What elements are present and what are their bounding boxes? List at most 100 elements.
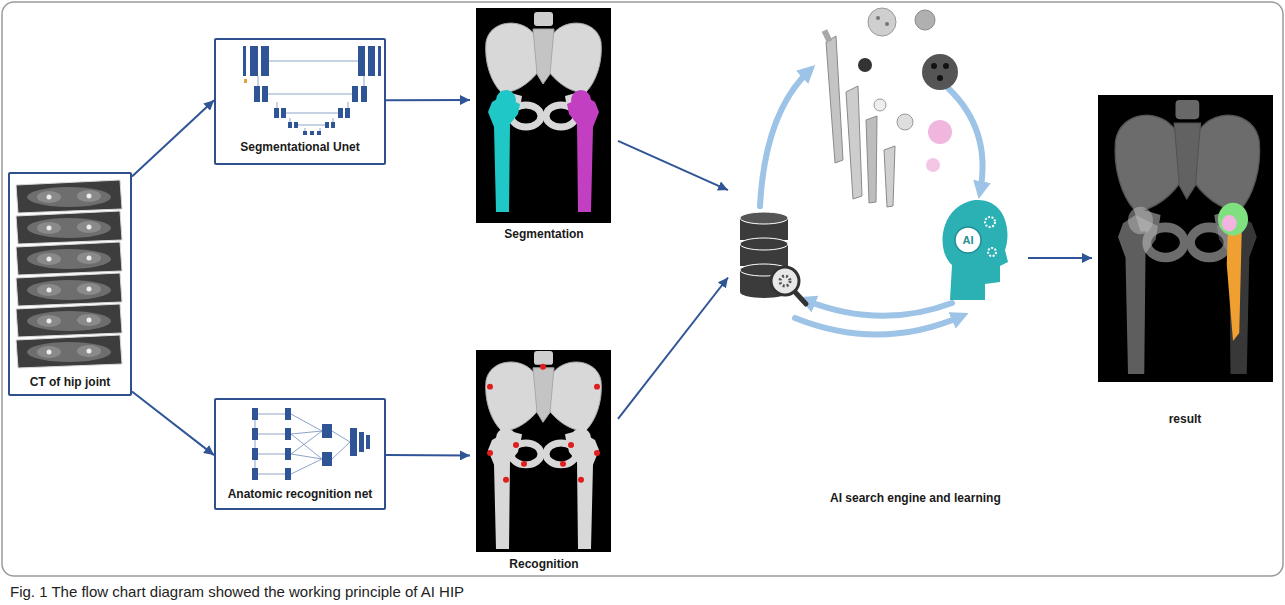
- cycle-arrows-part: [948, 88, 983, 192]
- unet-symbol-part-part: [258, 76, 259, 86]
- recognition-image-part-part-part: [578, 477, 584, 483]
- unet-symbol-part: [345, 108, 350, 118]
- segmentation-image: [476, 8, 611, 223]
- node-label: CT of hip joint: [30, 375, 111, 390]
- implant-components-part: [922, 54, 958, 90]
- cycle-arrows-part: [805, 300, 952, 316]
- recognition-net-symbol-part-part: [255, 460, 256, 468]
- unet-symbol-part: [378, 46, 381, 76]
- recognition-net-symbol-part-part: [255, 440, 256, 448]
- flow-arrow: [1028, 257, 1092, 259]
- flow-arrow: [386, 99, 470, 101]
- unet-symbol-part: [331, 122, 335, 128]
- unet-symbol-part: [288, 122, 292, 128]
- recognition-net-symbol-part-part: [291, 459, 322, 474]
- image-panel: Segmentation: [470, 4, 618, 244]
- image-panel: result: [1092, 90, 1278, 435]
- ai-head-icon-part: [988, 248, 996, 256]
- unet-symbol-part-part: [277, 102, 278, 108]
- recognition-net-symbol-part-part: [291, 414, 322, 431]
- node-label: Recognition: [509, 557, 578, 572]
- recognition-image-part-part-part: [487, 384, 493, 390]
- implant-components-part: [928, 120, 952, 144]
- implant-components-part: [943, 63, 949, 69]
- result-image-part-part: [1218, 203, 1248, 236]
- node-label: Segmentation: [504, 227, 583, 242]
- recognition-image-part: [476, 350, 611, 552]
- database-icon-part: [780, 276, 790, 286]
- recognition-net-symbol-part: [255, 414, 350, 474]
- unet-symbol-part-part: [305, 128, 306, 131]
- unet-symbol-part: [361, 86, 367, 102]
- unet-symbol-part: [368, 46, 375, 76]
- recognition-net-symbol-part-part: [322, 424, 332, 438]
- recognition-net-symbol-part: [252, 408, 370, 480]
- unet-symbol-part: [303, 131, 307, 135]
- unet-symbol-part-part: [269, 61, 358, 62]
- recognition-image-part: [486, 351, 602, 549]
- result-image-part: [1115, 100, 1260, 374]
- unet-symbol-part-part: [320, 128, 321, 131]
- database-icon: [740, 212, 806, 304]
- implant-components-part: [937, 75, 943, 81]
- figure-caption: Fig. 1 The flow chart diagram showed the…: [10, 583, 464, 601]
- flow-arrow: [132, 100, 214, 176]
- recognition-net-symbol-part-part: [366, 435, 370, 449]
- unet-symbol-part: [258, 61, 364, 131]
- image-panel: Recognition: [470, 346, 618, 574]
- recognition-net-symbol-part-part: [285, 468, 291, 480]
- recognition-image-part-part-part: [513, 442, 519, 448]
- recognition-net-symbol-part-part: [258, 474, 285, 475]
- implant-components-part: [822, 29, 833, 42]
- recognition-net-symbol-part-part: [252, 468, 258, 480]
- implant-components-part: [846, 86, 862, 199]
- recognition-image-part-part-part: [521, 461, 527, 467]
- database-icon-part: [740, 238, 788, 250]
- recognition-net-symbol-part-part: [291, 431, 322, 434]
- unet-symbol-part: [352, 86, 358, 102]
- implant-components-part: [874, 99, 886, 111]
- recognition-net-symbol-part-part: [258, 414, 285, 415]
- network-box: Anatomic recognition net: [214, 398, 386, 510]
- recognition-image-part-part-part: [568, 442, 574, 448]
- ct-slice-stack-part: [16, 180, 122, 213]
- node-label: Anatomic recognition net: [228, 487, 373, 502]
- implant-components-part: [897, 114, 913, 130]
- recognition-net-symbol-part-part: [258, 434, 285, 435]
- result-image: [1098, 95, 1273, 382]
- ct-slice-stack-part: [16, 211, 122, 244]
- unet-symbol-part: [294, 122, 298, 128]
- recognition-net-symbol-part-part: [285, 408, 291, 420]
- ai-head-icon-part: [955, 227, 981, 253]
- result-image-part-part: [1227, 226, 1242, 341]
- recognition-image-part-part-part: [560, 461, 566, 467]
- recognition-image: [476, 350, 611, 552]
- unet-symbol-part-part: [298, 125, 325, 126]
- unet-symbol-part: [325, 122, 329, 128]
- recognition-net-symbol-part-part: [350, 428, 357, 456]
- icon-label: AI: [956, 233, 980, 247]
- ai-head-icon: [943, 200, 1008, 300]
- unet-symbol-part: [310, 131, 314, 135]
- unet-symbol-part: [250, 46, 258, 76]
- recognition-net-symbol-part-part: [322, 452, 332, 466]
- implant-components-part: [868, 8, 896, 36]
- ai-head-icon-part: [943, 200, 1008, 300]
- recognition-net-symbol-part-part: [252, 408, 258, 420]
- unet-symbol-part-part: [333, 118, 334, 122]
- recognition-net-symbol-part-part: [291, 434, 322, 459]
- segmentation-image-part: [476, 8, 611, 223]
- unet-symbol: [243, 46, 381, 135]
- recognition-net-symbol-part-part: [285, 448, 291, 460]
- implant-components-part: [858, 58, 872, 72]
- recognition-net-symbol-part-part: [252, 428, 258, 440]
- unet-symbol-part: [338, 108, 343, 118]
- database-icon-part: [795, 292, 806, 304]
- recognition-image-part-part-part: [487, 450, 493, 456]
- ai-cycle-illustration: [740, 8, 1008, 335]
- unet-symbol-part-part: [290, 118, 291, 122]
- recognition-net-symbol: [252, 408, 370, 480]
- network-box: Segmentational Unet: [214, 38, 386, 165]
- recognition-net-symbol-part-part: [291, 431, 322, 454]
